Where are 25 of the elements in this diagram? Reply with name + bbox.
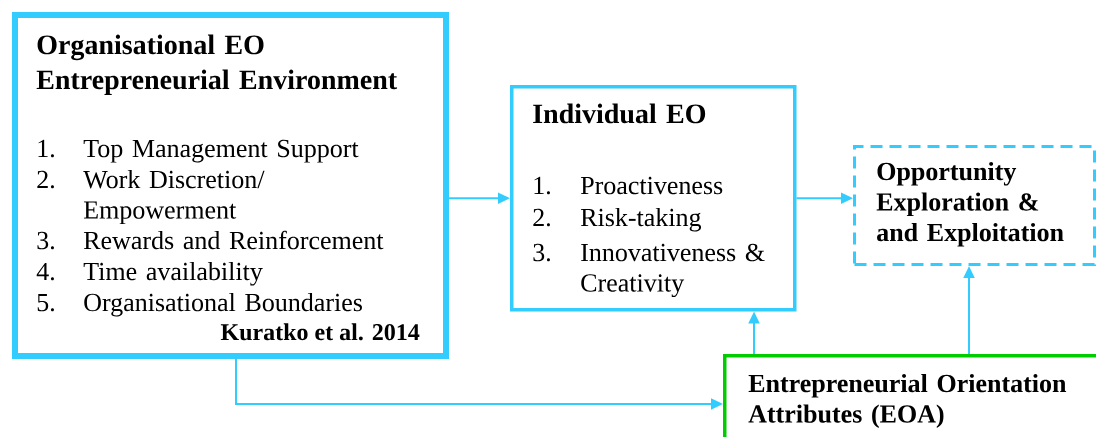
list-number: 1. xyxy=(534,176,550,195)
box-title: Entrepreneurial Orientation Attributes (EOA) xyxy=(748,373,1067,429)
heading: Individual EO xyxy=(533,103,706,124)
list-number: 3. xyxy=(533,243,550,262)
list-number: 2. xyxy=(533,208,550,227)
list-item: Innovativeness & Creativity xyxy=(581,243,765,298)
list-number: 5. xyxy=(37,293,54,312)
list-number: 3. xyxy=(37,231,54,250)
list-item: Proactiveness xyxy=(580,176,723,195)
list-item: Work Discretion/ Empowerment xyxy=(83,169,265,225)
framework-box xyxy=(12,12,449,359)
list-number: 2. xyxy=(37,170,54,189)
list-item: Time availability xyxy=(83,261,263,286)
list-number: 1. xyxy=(38,139,54,158)
attributes-box xyxy=(723,354,1096,437)
list-item: Risk-taking xyxy=(580,207,702,232)
box-title: Opportunity Exploration & and Exploitation xyxy=(876,161,1064,247)
list-item: Top Management Support xyxy=(83,139,359,163)
framework-box xyxy=(510,85,797,312)
list-number: 4. xyxy=(36,262,54,281)
heading: Organisational EO Entrepreneurial Environment xyxy=(36,34,398,95)
outcome-box xyxy=(853,145,1096,266)
list-item: Organisational Boundaries xyxy=(84,292,362,317)
citation: Kuratko et al. 2014 xyxy=(220,323,420,341)
list-item: Rewards and Reinforcement xyxy=(83,230,384,250)
